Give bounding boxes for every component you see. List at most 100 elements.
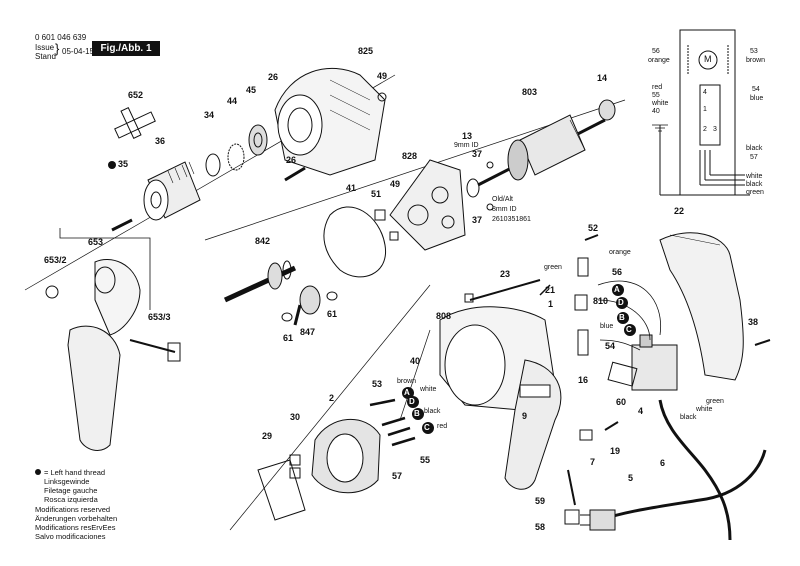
callout: white — [420, 386, 437, 393]
motor-symbol: M — [704, 54, 712, 64]
callout: 803 — [522, 87, 538, 97]
callout: orange — [609, 249, 631, 256]
callout: 49 — [390, 179, 401, 189]
screw-26b — [284, 166, 306, 182]
callout: 653/2 — [44, 255, 67, 265]
callout: black — [424, 408, 441, 415]
bearing-51 — [374, 209, 386, 221]
chuck-screw — [111, 218, 133, 232]
callout: 30 — [290, 412, 301, 422]
motor-housing — [439, 306, 562, 490]
marker-b: B — [414, 409, 420, 418]
callout: brown — [397, 378, 417, 385]
callout: 60 — [616, 397, 627, 407]
callout: 13 — [462, 131, 473, 141]
marker-b2: B — [619, 313, 625, 322]
terminal-label: 3 — [713, 126, 717, 133]
wiring-label: black — [746, 181, 763, 188]
callout: 54 — [605, 341, 616, 351]
baffle-29 — [257, 459, 306, 521]
wiring-label: 55 — [652, 92, 660, 99]
callout: 61 — [283, 333, 294, 343]
figure-label: Fig./Abb. 1 — [92, 41, 160, 56]
terminal-label: 4 — [703, 89, 707, 96]
callout: 22 — [674, 206, 685, 216]
callout: 19 — [610, 446, 621, 456]
terminal-label: 2 — [703, 126, 707, 133]
part-56 — [577, 257, 589, 277]
brace: } — [55, 41, 60, 56]
callout: 37 — [472, 149, 483, 159]
callout: 16 — [578, 375, 589, 385]
callout: 52 — [588, 223, 599, 233]
callout: black — [680, 414, 697, 421]
callout: 23 — [500, 269, 511, 279]
switch — [631, 334, 678, 391]
callout: 58 — [535, 522, 546, 532]
issue-label: Issue — [35, 43, 55, 52]
callout: 653 — [88, 237, 104, 247]
gear-847 — [293, 285, 321, 326]
screw-53 — [369, 398, 396, 407]
callout: 44 — [227, 96, 238, 106]
marker-a: A — [404, 388, 410, 397]
wiring-label: 40 — [652, 108, 660, 115]
part-58 — [564, 509, 580, 525]
bearing-45 — [248, 124, 268, 156]
callout: 6 — [660, 458, 666, 468]
callout: 53 — [372, 379, 383, 389]
bearing-14 — [598, 99, 616, 121]
wiring-label: brown — [746, 57, 766, 64]
terminal-label: 1 — [703, 106, 707, 113]
part-30b — [289, 467, 301, 479]
gasket — [323, 206, 386, 278]
callout: 21 — [545, 285, 556, 295]
left-hand-thread-legend: = Left hand thread Linksgewinde Filetage… — [35, 468, 105, 504]
part-7 — [579, 429, 593, 441]
legend-dot-icon — [35, 469, 41, 475]
marker-a2: A — [614, 285, 620, 294]
callout: 38 — [748, 317, 759, 327]
wiring-label: white — [652, 100, 669, 107]
wiring-label: 54 — [752, 86, 760, 93]
callout: 61 — [327, 309, 338, 319]
callout: 2610351861 — [492, 216, 531, 223]
callout: 4 — [638, 406, 644, 416]
callout: 828 — [402, 151, 418, 161]
gear-housing — [274, 67, 386, 176]
callout: 26 — [268, 72, 279, 82]
callout: 45 — [246, 85, 257, 95]
callout: 9mm ID — [454, 142, 479, 149]
marker-c2: C — [626, 325, 632, 334]
callout: red — [437, 423, 448, 430]
marker-d2: D — [618, 298, 624, 307]
callout: 842 — [255, 236, 271, 246]
callout: 825 — [358, 46, 374, 56]
callout: 7 — [590, 457, 596, 467]
issue-date: 05-04-15 — [62, 47, 95, 56]
callout: 37 — [472, 215, 483, 225]
callout: 41 — [346, 183, 357, 193]
plug — [580, 509, 616, 531]
screw-52 — [584, 234, 599, 241]
wiring-label: 53 — [750, 48, 758, 55]
part-37b — [486, 203, 494, 211]
callout: 29 — [262, 431, 273, 441]
callout: 808 — [436, 311, 452, 321]
callout: 35 — [118, 159, 129, 169]
part-49b — [389, 231, 399, 241]
callout: 57 — [392, 471, 403, 481]
markers — [108, 161, 636, 434]
wiring-label: 56 — [652, 48, 660, 55]
callout: 9 — [522, 411, 528, 421]
wiring-label: red — [652, 84, 663, 91]
callout: 1 — [548, 299, 554, 309]
callout: white — [696, 406, 713, 413]
screw-21 — [539, 284, 551, 296]
auxiliary-handle — [67, 258, 181, 451]
wiring-label: green — [746, 189, 764, 196]
cable-clamp — [464, 279, 541, 303]
rear-handle — [659, 232, 744, 381]
